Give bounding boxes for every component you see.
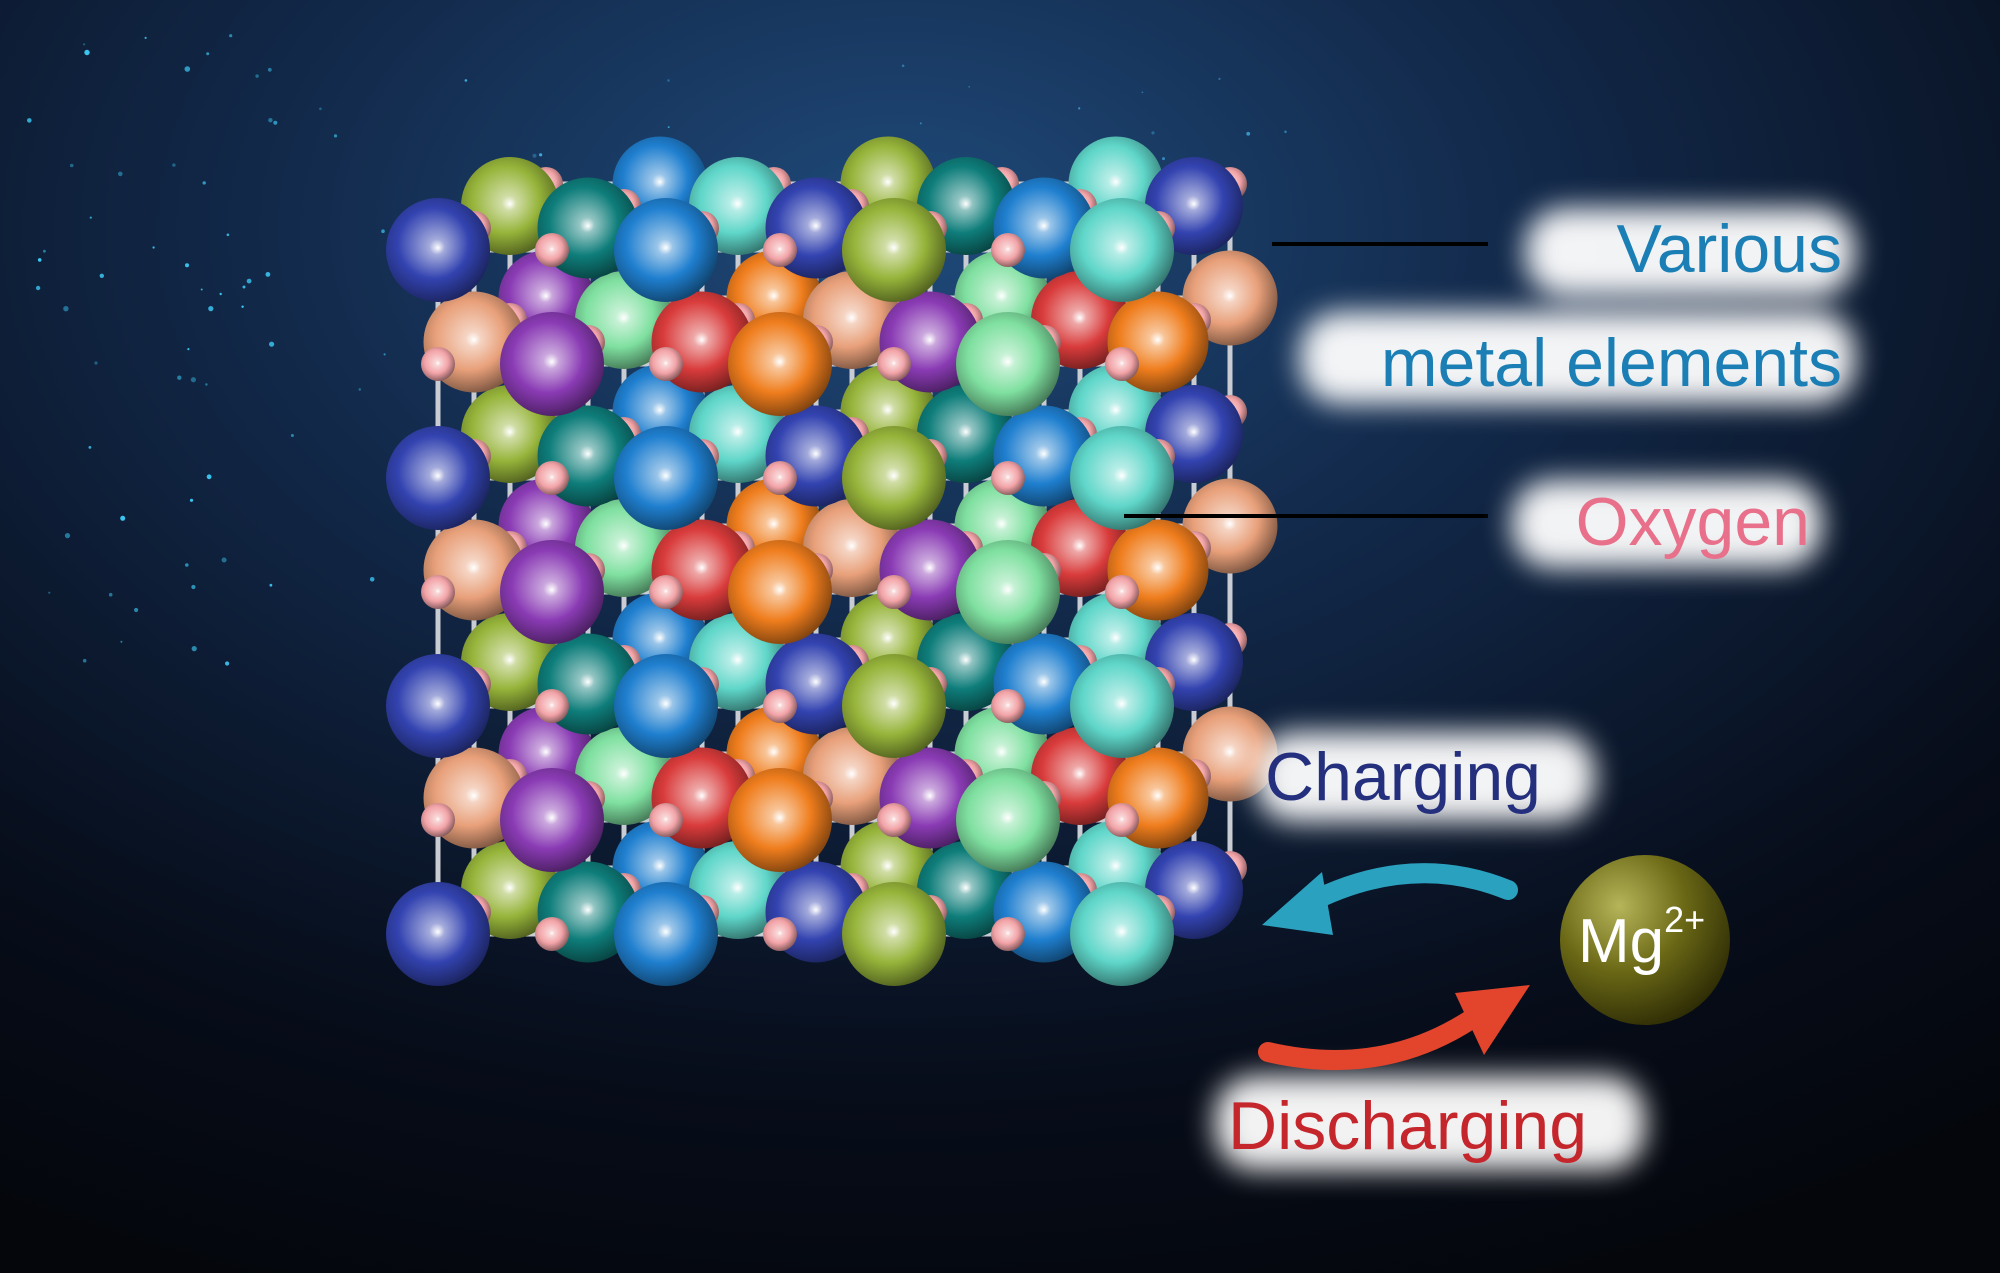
label-glows [1215,208,1855,1170]
svg-text:Mg2+: Mg2+ [1578,899,1705,976]
mg-ion: Mg2+ [1560,855,1730,1025]
metal-atom [956,312,1060,416]
metal-label-line2: metal elements [1381,325,1842,401]
metal-atom [728,312,832,416]
metal-atom [500,540,604,644]
background-stars [27,34,1287,666]
oxygen-atom [763,461,797,495]
metal-atom [614,426,718,530]
metal-atom [842,882,946,986]
oxygen-atom [991,917,1025,951]
oxygen-atom [535,233,569,267]
oxygen-atom [1105,575,1139,609]
oxygen-atom [763,233,797,267]
metal-atom [1070,654,1174,758]
metal-atom [1070,198,1174,302]
metal-atom [728,768,832,872]
oxygen-atom [877,803,911,837]
oxygen-atom [1105,347,1139,381]
metal-label-line1: Various [1616,211,1842,287]
metal-atom [728,540,832,644]
oxygen-label: Oxygen [1576,484,1810,560]
metal-atom [842,654,946,758]
mg-ion-symbol: Mg [1578,907,1664,976]
oxygen-atom [991,461,1025,495]
metal-atom [386,654,490,758]
metal-atom [956,768,1060,872]
metal-atom [386,426,490,530]
oxygen-atom [649,575,683,609]
metal-atom [956,540,1060,644]
lattice-atoms [386,136,1278,986]
oxygen-atom [649,803,683,837]
oxygen-atom [535,689,569,723]
mg-ion-charge: 2+ [1664,899,1705,940]
charging-label: Charging [1265,739,1541,815]
metal-atom [386,882,490,986]
oxygen-atom [421,347,455,381]
metal-atom [842,426,946,530]
oxygen-atom [421,803,455,837]
oxygen-atom [877,347,911,381]
discharging-arrow [1258,985,1530,1070]
metal-atom [500,312,604,416]
metal-atom [1070,882,1174,986]
discharging-label: Discharging [1228,1088,1587,1164]
lattice [386,136,1278,986]
oxygen-atom [991,233,1025,267]
metal-atom [614,654,718,758]
oxygen-atom [535,461,569,495]
oxygen-atom [877,575,911,609]
oxygen-atom [1105,803,1139,837]
metal-atom [842,198,946,302]
metal-atom [500,768,604,872]
metal-atom [614,198,718,302]
charging-arrow [1262,863,1518,935]
metal-atom [614,882,718,986]
metal-atom [1070,426,1174,530]
oxygen-atom [421,575,455,609]
oxygen-atom [535,917,569,951]
oxygen-atom [649,347,683,381]
oxygen-atom [763,689,797,723]
oxygen-atom [991,689,1025,723]
metal-atom [386,198,490,302]
oxygen-atom [763,917,797,951]
mg-ion-sphere [1560,855,1730,1025]
